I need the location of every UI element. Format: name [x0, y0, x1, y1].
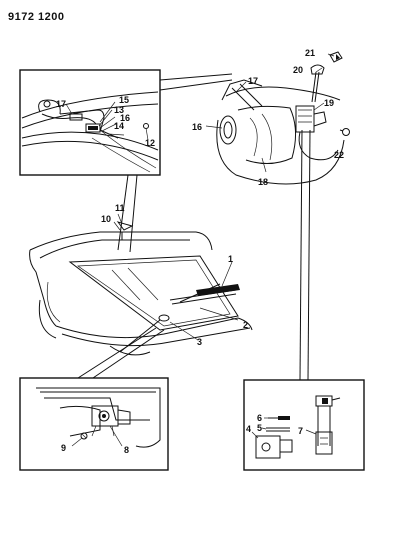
pointer-line: [299, 129, 303, 381]
diagram-code: 9172 1200: [8, 11, 65, 23]
callout-7: 7: [298, 426, 303, 436]
callout-5: 5: [257, 423, 262, 433]
pointer-line: [129, 174, 138, 253]
callout-8: 8: [124, 445, 129, 455]
inset-top-left: [19, 69, 161, 176]
pointer-line: [307, 129, 311, 381]
callout-17: 17: [56, 99, 66, 109]
callout-11: 11: [115, 203, 125, 213]
pointer-line: [89, 329, 165, 381]
callout-9: 9: [61, 443, 66, 453]
vehicle-rear: [29, 213, 253, 356]
callout-18: 18: [258, 177, 268, 187]
callout-20: 20: [293, 65, 303, 75]
callout-19: 19: [324, 98, 334, 108]
callout-16: 16: [192, 122, 202, 132]
callout-17: 17: [248, 76, 258, 86]
callout-3: 3: [197, 337, 202, 347]
pointer-line: [77, 327, 157, 379]
callout-6: 6: [257, 413, 262, 423]
callout-1: 1: [228, 254, 233, 264]
callout-12: 12: [145, 138, 155, 148]
inset-bottom-left: [19, 377, 169, 471]
pointer-line: [117, 174, 129, 251]
quarter-panel-detail: [159, 51, 350, 185]
callout-22: 22: [334, 150, 344, 160]
callout-2: 2: [243, 320, 248, 330]
callout-15: 15: [119, 95, 129, 105]
callout-16: 16: [120, 113, 130, 123]
callout-13: 13: [114, 105, 124, 115]
inset-bottom-right: [243, 379, 365, 471]
callout-14: 14: [114, 121, 124, 131]
callout-10: 10: [101, 214, 111, 224]
callout-4: 4: [246, 424, 251, 434]
callout-21: 21: [305, 48, 315, 58]
